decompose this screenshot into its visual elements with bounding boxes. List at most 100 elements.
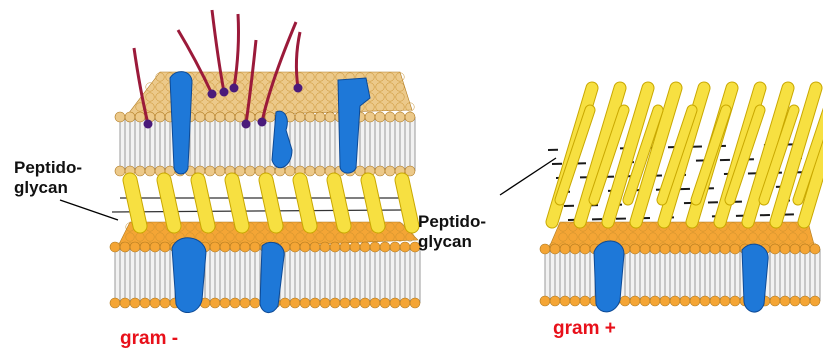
lipid-head <box>295 112 305 122</box>
lipid-head <box>330 242 340 252</box>
lps-core <box>294 84 303 93</box>
lipid-head <box>650 244 660 254</box>
lipid-head <box>700 296 710 306</box>
lipid-head <box>810 296 820 306</box>
lipid-head <box>710 296 720 306</box>
lipid-head <box>245 166 255 176</box>
lipid-head <box>680 244 690 254</box>
lipid-head <box>400 242 410 252</box>
lipid-head <box>560 244 570 254</box>
lipid-head <box>390 298 400 308</box>
crosslink <box>564 200 810 206</box>
lipid-head <box>550 296 560 306</box>
lipid-head <box>400 298 410 308</box>
lipid-head <box>265 112 275 122</box>
lipid-head <box>370 298 380 308</box>
lipid-head <box>130 298 140 308</box>
lipid-head <box>150 242 160 252</box>
lipid-head <box>315 112 325 122</box>
lipid-head <box>120 242 130 252</box>
gram-negative-peptidoglycan-label: Peptido- glycan <box>14 158 82 197</box>
gram-positive-caption: gram + <box>553 318 616 340</box>
lipid-head <box>340 242 350 252</box>
lipid-head <box>670 244 680 254</box>
gram-positive-peptidoglycan-label: Peptido- glycan <box>418 212 486 251</box>
lipid-head <box>720 244 730 254</box>
lipid-head <box>315 166 325 176</box>
lipid-head <box>325 112 335 122</box>
lipid-head <box>230 298 240 308</box>
lipid-head <box>205 112 215 122</box>
lipid-head <box>620 296 630 306</box>
lipid-head <box>700 244 710 254</box>
lps-core <box>230 84 239 93</box>
lipid-head <box>550 244 560 254</box>
lipid-head <box>370 242 380 252</box>
lipid-head <box>690 244 700 254</box>
lipid-head <box>570 244 580 254</box>
lipid-head <box>380 298 390 308</box>
lipid-head <box>810 244 820 254</box>
lipid-head <box>290 298 300 308</box>
lipid-head <box>690 296 700 306</box>
lipid-head <box>160 242 170 252</box>
lipid-head <box>240 242 250 252</box>
lipid-head <box>650 296 660 306</box>
lipid-head <box>305 112 315 122</box>
lipid-head <box>290 242 300 252</box>
gram-negative-peptidoglycan <box>112 180 412 226</box>
lipid-head <box>285 166 295 176</box>
lipid-head <box>800 244 810 254</box>
lipid-head <box>230 242 240 252</box>
lipid-head <box>310 298 320 308</box>
lps-core <box>144 120 153 129</box>
lipid-head <box>570 296 580 306</box>
lipid-head <box>310 242 320 252</box>
gram-positive-wall <box>540 222 820 312</box>
lipid-head <box>110 242 120 252</box>
lipid-head <box>780 296 790 306</box>
lipid-head <box>375 166 385 176</box>
lipid-head <box>660 244 670 254</box>
lipid-head <box>640 296 650 306</box>
lipid-head <box>790 244 800 254</box>
lipid-head <box>350 242 360 252</box>
lipid-head <box>365 112 375 122</box>
peptidoglycan-strand <box>696 110 726 200</box>
peptidoglycan-pointer-line <box>500 158 556 195</box>
lipid-head <box>215 166 225 176</box>
lipid-head <box>305 166 315 176</box>
lipid-head <box>225 112 235 122</box>
lipid-head <box>145 166 155 176</box>
lipid-head <box>670 296 680 306</box>
lipid-head <box>195 112 205 122</box>
lipid-head <box>630 244 640 254</box>
lipid-head <box>385 112 395 122</box>
lipid-head <box>120 298 130 308</box>
crosslink <box>112 210 404 212</box>
lipid-head <box>160 298 170 308</box>
lipid-head <box>790 296 800 306</box>
lipid-head <box>210 242 220 252</box>
lipid-head <box>220 298 230 308</box>
lipid-head <box>540 296 550 306</box>
gram-negative-caption: gram - <box>120 328 178 350</box>
lipid-head <box>115 166 125 176</box>
lipid-head <box>250 242 260 252</box>
lipid-head <box>110 298 120 308</box>
lipid-head <box>220 242 230 252</box>
lipid-head <box>205 166 215 176</box>
lps-core <box>220 88 229 97</box>
lipid-head <box>350 298 360 308</box>
lipid-head <box>215 112 225 122</box>
lipid-head <box>360 242 370 252</box>
lipid-head <box>360 298 370 308</box>
lipid-head <box>300 298 310 308</box>
lipid-head <box>320 298 330 308</box>
lipid-head <box>140 242 150 252</box>
gram-positive-peptidoglycan <box>548 88 823 222</box>
lipid-head <box>780 244 790 254</box>
lipid-head <box>280 298 290 308</box>
